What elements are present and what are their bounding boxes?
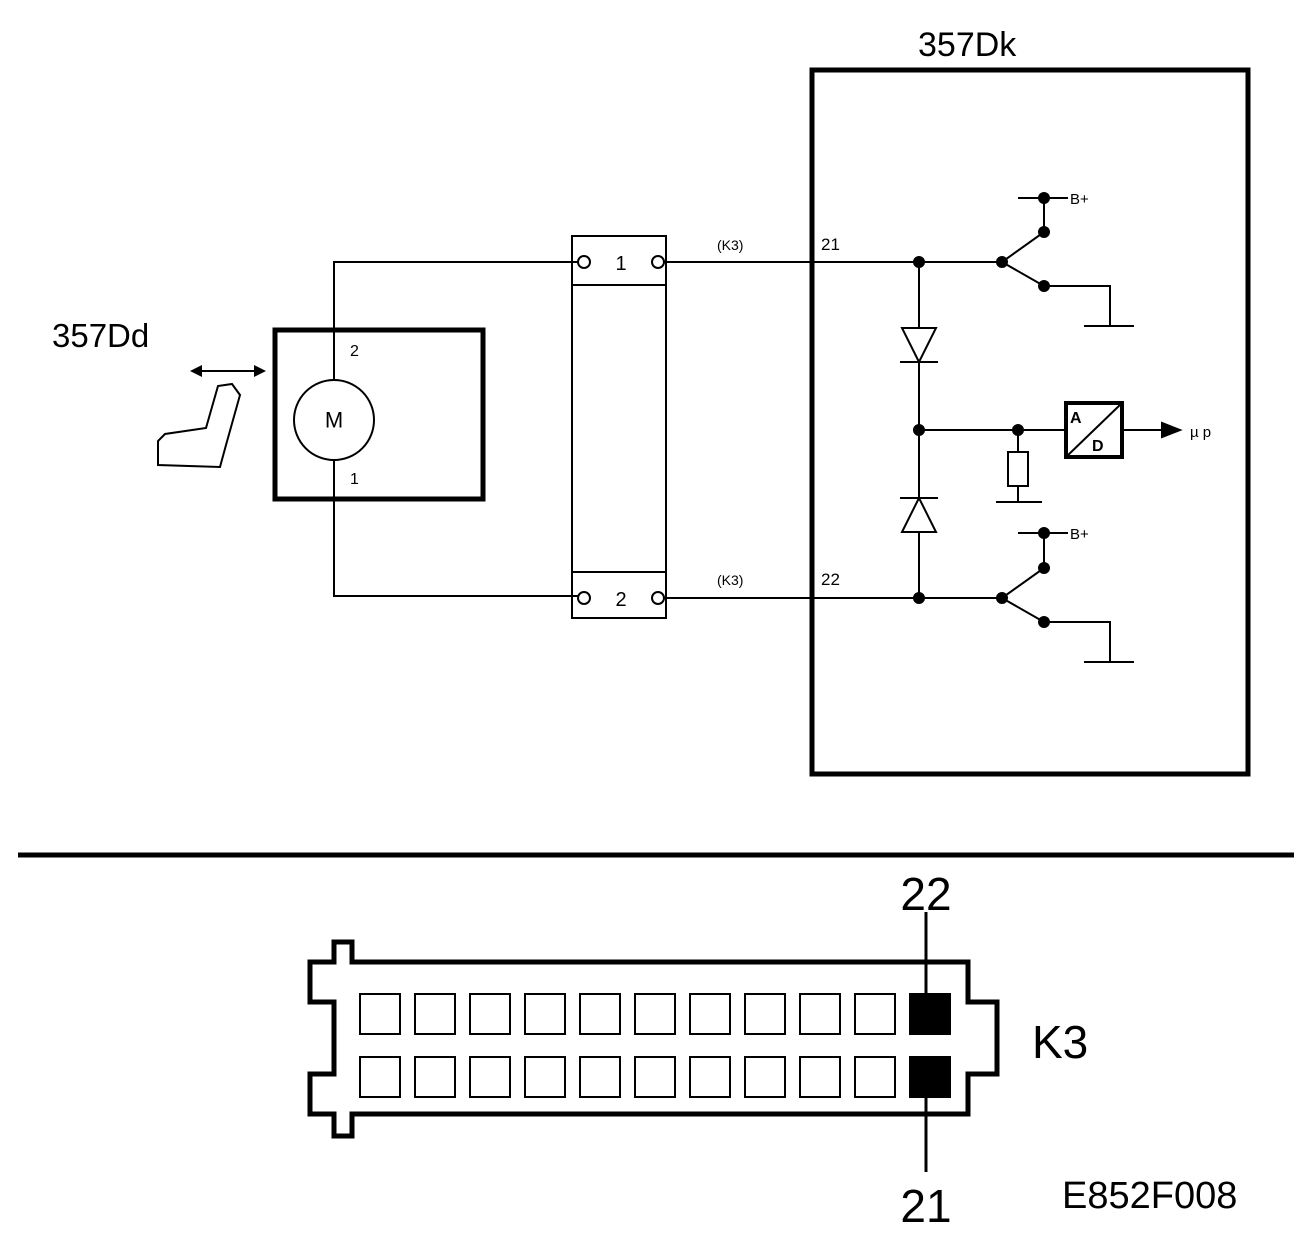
switch-top bbox=[996, 192, 1134, 327]
connector-cavity-highlight-top bbox=[909, 993, 951, 1035]
control-unit-label: 357Dk bbox=[918, 26, 1017, 64]
resistor bbox=[1007, 451, 1029, 487]
adc-path bbox=[919, 401, 1183, 503]
figure-code: E852F008 bbox=[1062, 1175, 1237, 1217]
ecu-wiring bbox=[664, 261, 1000, 599]
ecu-pin-top: 21 bbox=[821, 235, 840, 254]
connector-pin-label-bottom: 21 bbox=[900, 1180, 951, 1232]
connector-cavity bbox=[524, 1056, 566, 1098]
double-arrow-icon bbox=[190, 365, 266, 377]
connector-cavity bbox=[854, 1056, 896, 1098]
motor-symbol-text: M bbox=[325, 408, 343, 433]
connector-cavity bbox=[469, 993, 511, 1035]
motor-box bbox=[272, 327, 486, 502]
connector-cavity bbox=[634, 993, 676, 1035]
connector-name: K3 bbox=[1032, 1016, 1088, 1068]
seat-adjust-icon bbox=[157, 382, 242, 469]
motor-wiring bbox=[333, 261, 578, 597]
connector-cavity bbox=[799, 1056, 841, 1098]
connector-cavity bbox=[854, 993, 896, 1035]
wire-label-bottom: (K3) bbox=[717, 572, 743, 588]
control-unit-box bbox=[809, 67, 1251, 777]
connector-cavity bbox=[634, 1056, 676, 1098]
connector-cavity-grid bbox=[359, 993, 951, 1098]
connector-cavity bbox=[359, 1056, 401, 1098]
motor-unit-label: 357Dd bbox=[52, 317, 149, 354]
connector-cavity bbox=[689, 993, 731, 1035]
switch-bottom bbox=[996, 527, 1134, 663]
motor-pin-top: 2 bbox=[350, 343, 359, 360]
connector-cavity bbox=[579, 993, 621, 1035]
motor-pin-bottom: 1 bbox=[350, 471, 359, 488]
connector-cavity bbox=[579, 1056, 621, 1098]
adc-label-a: A bbox=[1070, 410, 1082, 427]
connector-cavity bbox=[744, 993, 786, 1035]
connector-cavity bbox=[744, 1056, 786, 1098]
supply-label-bottom: B+ bbox=[1070, 526, 1089, 543]
connector-housing bbox=[307, 939, 1000, 1139]
connector-cavity bbox=[469, 1056, 511, 1098]
connector-cavity-highlight-bottom bbox=[909, 1056, 951, 1098]
connector-cavity bbox=[414, 993, 456, 1035]
ecu-pin-bottom: 22 bbox=[821, 570, 840, 589]
connector-cavity bbox=[689, 1056, 731, 1098]
inline-pin-top: 1 bbox=[615, 253, 626, 275]
diode-network bbox=[900, 256, 938, 604]
inline-connector bbox=[571, 235, 667, 619]
connector-cavity bbox=[524, 993, 566, 1035]
connector-pin-label-top: 22 bbox=[900, 868, 951, 920]
adc-output-label: µ p bbox=[1190, 424, 1211, 441]
adc-label-d: D bbox=[1092, 438, 1104, 455]
connector-cavity bbox=[414, 1056, 456, 1098]
wire-label-top: (K3) bbox=[717, 237, 743, 253]
connector-cavity bbox=[359, 993, 401, 1035]
supply-label-top: B+ bbox=[1070, 191, 1089, 208]
connector-cavity bbox=[799, 993, 841, 1035]
inline-pin-bottom: 2 bbox=[615, 589, 626, 611]
